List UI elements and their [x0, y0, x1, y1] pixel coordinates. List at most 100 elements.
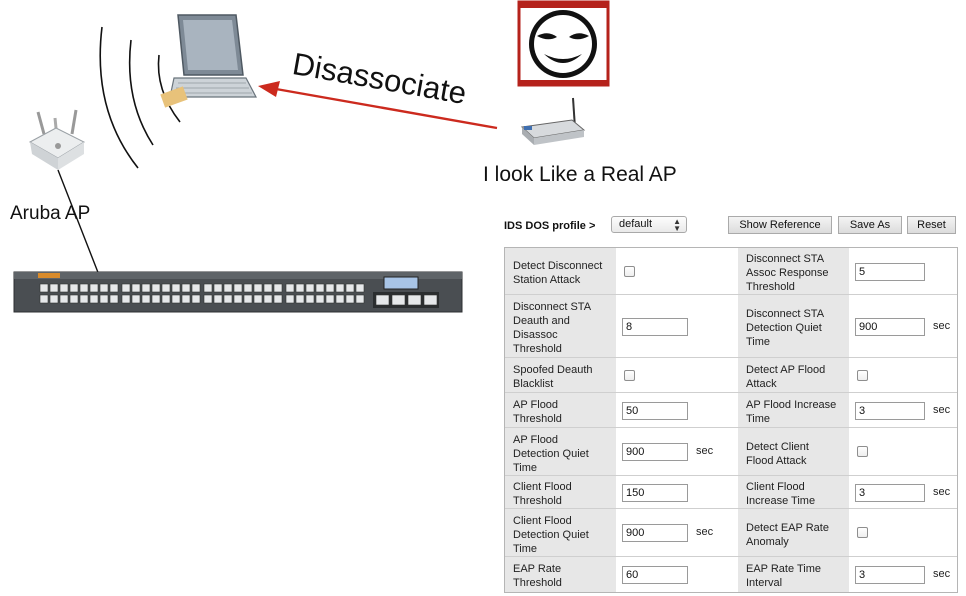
setting-label: Client Flood Detection Quiet Time	[505, 509, 616, 557]
disassociate-arrow	[258, 81, 498, 130]
setting-text-input[interactable]: 900	[855, 318, 925, 336]
switch-port	[191, 283, 201, 293]
switch-port	[253, 283, 263, 293]
switch-port	[335, 294, 345, 304]
setting-text-input[interactable]: 50	[622, 402, 688, 420]
setting-text-input[interactable]: 60	[622, 566, 688, 584]
switch-port	[79, 283, 89, 293]
switch-port	[99, 294, 109, 304]
switch-port	[59, 283, 69, 293]
save-as-button[interactable]: Save As	[838, 216, 902, 234]
setting-text-input[interactable]: 150	[622, 484, 688, 502]
profile-select[interactable]: default ▲▼	[611, 216, 687, 233]
switch-port	[243, 294, 253, 304]
setting-label-text: Client Flood Increase Time	[746, 481, 816, 507]
laptop-icon	[160, 14, 257, 108]
setting-checkbox[interactable]	[857, 446, 868, 457]
switch-port	[315, 294, 325, 304]
switch-port	[203, 294, 213, 304]
setting-text-input[interactable]: 3	[855, 566, 925, 584]
setting-label-text: Client Flood Threshold	[513, 481, 572, 507]
switch-port	[263, 283, 273, 293]
switch-port	[161, 294, 171, 304]
row-divider	[505, 475, 957, 476]
profile-toolbar: IDS DOS profile > default ▲▼ Show Refere…	[504, 216, 960, 236]
switch-port	[315, 283, 325, 293]
setting-value-cell: 50	[616, 393, 738, 428]
setting-label: EAP Rate Threshold	[505, 557, 616, 592]
rogue-face-icon	[517, 0, 610, 87]
setting-label: AP Flood Threshold	[505, 393, 616, 428]
setting-value-cell	[616, 248, 738, 295]
switch-port	[213, 283, 223, 293]
attack-diagram: Disassociate I look Like a Real AP Aruba…	[10, 0, 677, 313]
switch-port	[191, 294, 201, 304]
switch-port	[335, 283, 345, 293]
switch-port	[49, 283, 59, 293]
switch-port	[59, 294, 69, 304]
setting-value-cell	[849, 428, 957, 476]
switch-port	[233, 283, 243, 293]
setting-text-input[interactable]: 3	[855, 484, 925, 502]
rogue-ap-label: I look Like a Real AP	[483, 163, 677, 186]
unit-label: sec	[933, 320, 951, 332]
switch-port	[233, 294, 243, 304]
setting-checkbox[interactable]	[624, 370, 635, 381]
setting-value-cell: 5	[849, 248, 957, 295]
setting-text-input[interactable]: 5	[855, 263, 925, 281]
switch-port	[89, 283, 99, 293]
switch-port	[141, 294, 151, 304]
switch-port	[141, 283, 151, 293]
row-divider	[505, 357, 957, 358]
setting-label-text: EAP Rate Time Interval	[746, 563, 821, 589]
switch-port	[69, 294, 79, 304]
unit-label: sec	[696, 445, 714, 457]
setting-text-input[interactable]: 8	[622, 318, 688, 336]
setting-label: Disconnect STA Assoc Response Threshold	[738, 248, 849, 295]
switch-port	[151, 294, 161, 304]
setting-label: EAP Rate Time Interval	[738, 557, 849, 592]
switch-port	[213, 294, 223, 304]
unit-label: sec	[933, 486, 951, 498]
switch-port	[131, 283, 141, 293]
setting-label-text: Disconnect STA Deauth and Disassoc Thres…	[513, 301, 592, 355]
sfp-port	[391, 294, 406, 306]
switch-port	[305, 294, 315, 304]
setting-label-text: Disconnect STA Detection Quiet Time	[746, 308, 825, 348]
switch-port	[99, 283, 109, 293]
setting-checkbox[interactable]	[857, 527, 868, 538]
setting-text-input[interactable]: 3	[855, 402, 925, 420]
reset-button[interactable]: Reset	[907, 216, 956, 234]
switch-port	[285, 283, 295, 293]
switch-port	[161, 283, 171, 293]
setting-checkbox[interactable]	[624, 266, 635, 277]
setting-label: Detect Disconnect Station Attack	[505, 248, 616, 295]
sfp-port	[375, 294, 390, 306]
setting-label-text: Client Flood Detection Quiet Time	[513, 514, 589, 555]
setting-value-cell	[616, 358, 738, 393]
setting-value-cell	[849, 358, 957, 393]
setting-checkbox[interactable]	[857, 370, 868, 381]
setting-label-text: Spoofed Deauth Blacklist	[513, 364, 593, 390]
setting-label: Client Flood Increase Time	[738, 476, 849, 509]
switch-port	[285, 294, 295, 304]
switch-port	[355, 294, 365, 304]
setting-label: Disconnect STA Detection Quiet Time	[738, 295, 849, 358]
ethernet-cable	[57, 169, 100, 276]
setting-text-input[interactable]: 900	[622, 524, 688, 542]
setting-label-text: AP Flood Threshold	[513, 399, 562, 425]
setting-value-cell: 150	[616, 476, 738, 509]
switch-port	[263, 294, 273, 304]
switch-port	[69, 283, 79, 293]
setting-text-input[interactable]: 900	[622, 443, 688, 461]
switch-port	[223, 294, 233, 304]
show-reference-button[interactable]: Show Reference	[728, 216, 832, 234]
setting-value-cell: 3 sec	[849, 476, 957, 509]
switch-port	[131, 294, 141, 304]
setting-label-text: AP Flood Increase Time	[746, 399, 837, 425]
setting-label: Detect EAP Rate Anomaly	[738, 509, 849, 557]
setting-label-text: Disconnect STA Assoc Response Threshold	[746, 253, 829, 293]
network-switch-icon	[13, 271, 463, 313]
setting-value-cell: 60	[616, 557, 738, 592]
